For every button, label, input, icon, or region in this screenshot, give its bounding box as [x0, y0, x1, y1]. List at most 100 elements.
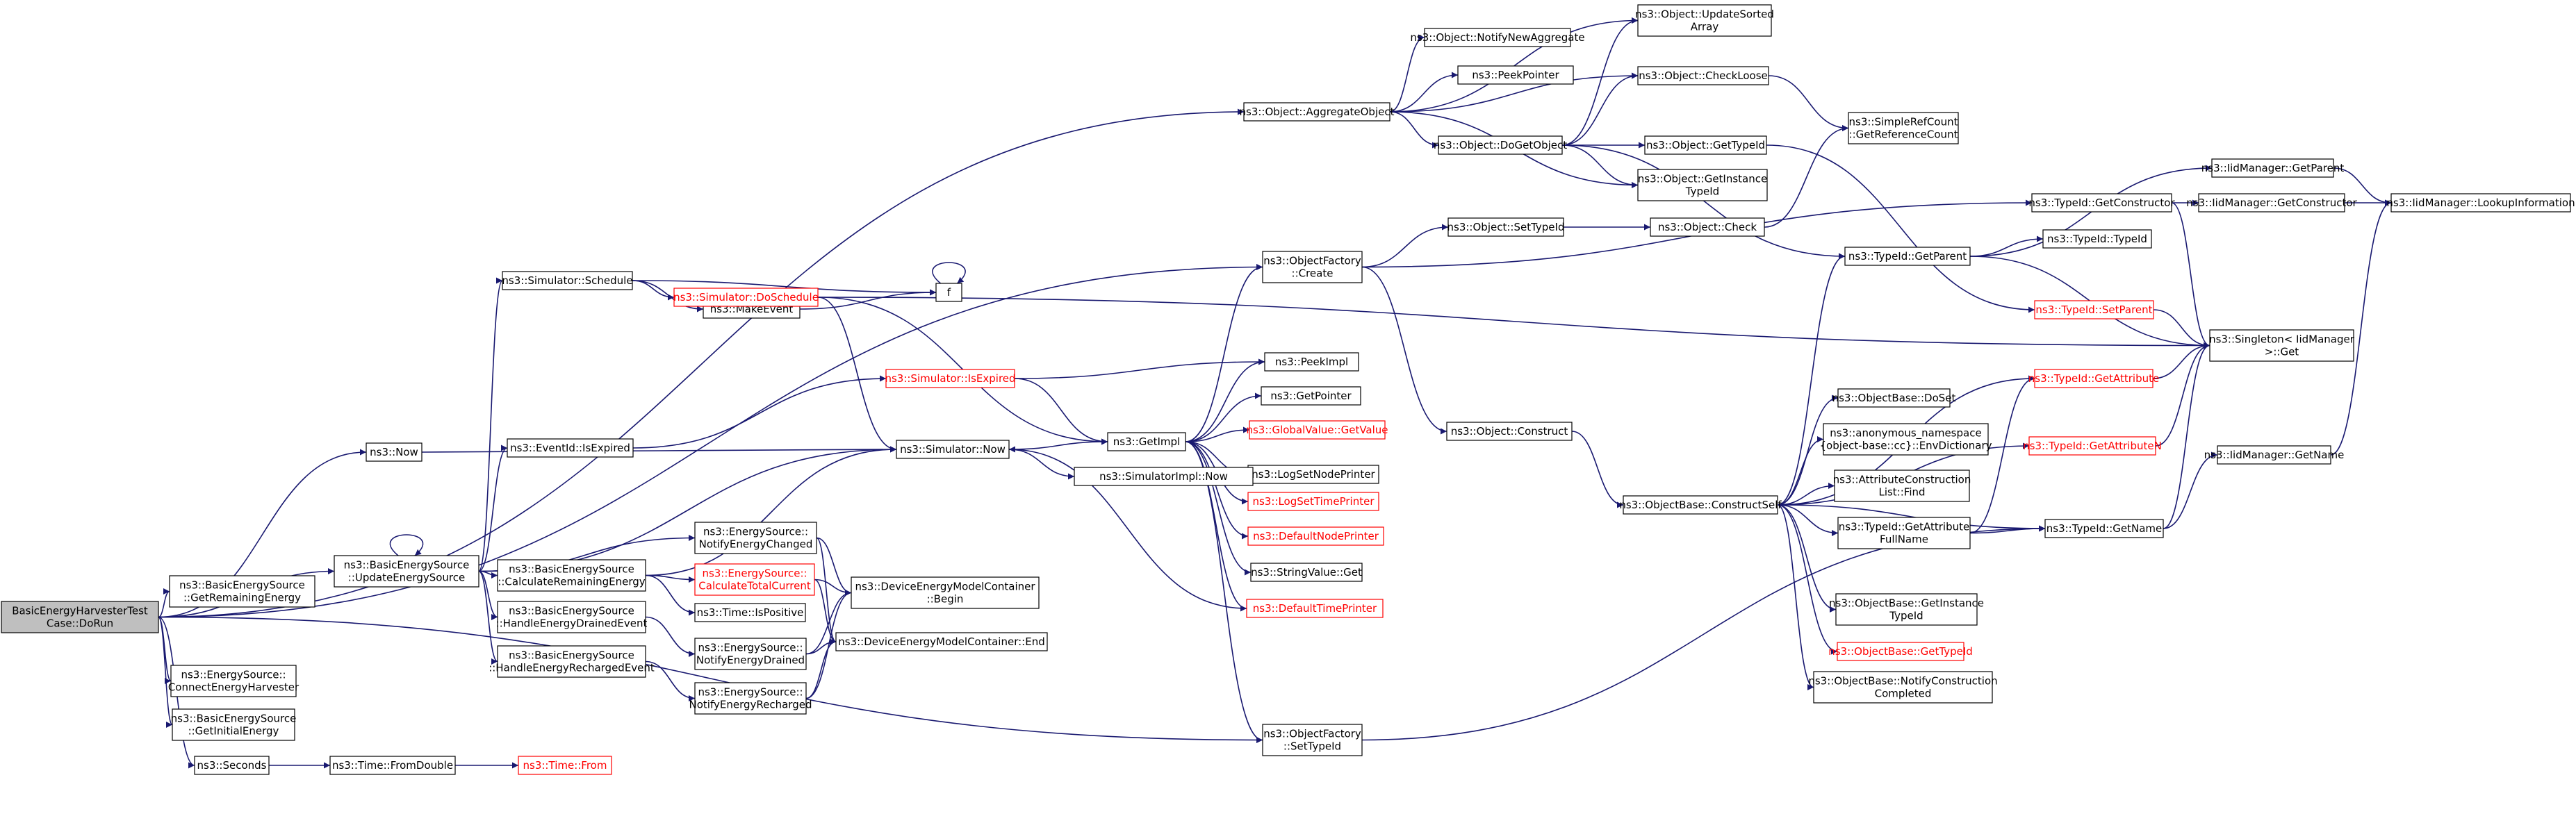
node-label: ns3::IidManager::GetParent [2201, 162, 2345, 174]
node-label: ns3::EnergySource:: [698, 642, 803, 654]
node-constructself[interactable]: ns3::ObjectBase::ConstructSelf [1619, 495, 1782, 515]
node-singleton[interactable]: ns3::Singleton< IidManager >::Get [2209, 329, 2355, 362]
edge-dogetobj-to-updsorted [1561, 17, 1639, 146]
node-label: ns3::Time::IsPositive [697, 606, 804, 619]
node-simimplnow[interactable]: ns3::SimulatorImpl::Now [1074, 467, 1254, 486]
node-simnow[interactable]: ns3::Simulator::Now [896, 440, 1010, 459]
node-tidgetattr[interactable]: ns3::TypeId::GetAttribute [2028, 369, 2159, 388]
node-besupdate[interactable]: ns3::BasicEnergySource::UpdateEnergySour… [334, 555, 479, 588]
node-objcheck[interactable]: ns3::Object::Check [1650, 217, 1765, 237]
node-logsettime[interactable]: ns3::LogSetTimePrinter [1247, 492, 1379, 511]
node-objbasedoset[interactable]: ns3::ObjectBase::DoSet [1832, 388, 1956, 408]
node-box [1262, 251, 1363, 283]
node-tidgetparent[interactable]: ns3::TypeId::GetParent [1844, 247, 1971, 266]
node-label: ns3::SimpleRefCount [1849, 116, 1958, 128]
node-simschedule[interactable]: ns3::Simulator::Schedule [502, 271, 633, 290]
node-demcbegin[interactable]: ns3::DeviceEnergyModelContainer::Begin [851, 576, 1040, 609]
node-iidgetname[interactable]: ns3::IidManager::GetName [2204, 445, 2345, 465]
node-timeispositive[interactable]: ns3::Time::IsPositive [694, 603, 806, 622]
node-simisexpired[interactable]: ns3::Simulator::IsExpired [885, 369, 1016, 388]
node-objsettid[interactable]: ns3::Object::SetTypeId [1447, 217, 1565, 237]
edge-now-to-simnow [421, 446, 897, 453]
node-eventidexp[interactable]: ns3::EventId::IsExpired [507, 438, 634, 458]
node-bescalcremaining[interactable]: ns3::BasicEnergySource::CalculateRemaini… [497, 559, 646, 592]
node-esnotifychanged[interactable]: ns3::EnergySource::NotifyEnergyChanged [694, 522, 817, 554]
node-getpointer[interactable]: ns3::GetPointer [1261, 386, 1361, 406]
node-iidgetctor[interactable]: ns3::IidManager::GetConstructor [2186, 193, 2358, 213]
node-box [2028, 436, 2156, 456]
node-label: ns3::DefaultTimePrinter [1253, 602, 1377, 615]
edge-tidgetparent-to-tidtid [1969, 235, 2044, 257]
node-notifyagg[interactable]: ns3::Object::NotifyNewAggregate [1410, 28, 1585, 47]
node-esnotifydrained[interactable]: ns3::EnergySource::NotifyEnergyDrained [694, 638, 807, 670]
node-getimpl[interactable]: ns3::GetImpl [1107, 432, 1186, 451]
node-box [1447, 217, 1564, 237]
node-strvalget[interactable]: ns3::StringValue::Get [1250, 563, 1363, 582]
node-objbasenotify[interactable]: ns3::ObjectBase::NotifyConstructionCompl… [1808, 671, 1998, 704]
node-globalval[interactable]: ns3::GlobalValue::GetValue [1246, 420, 1388, 440]
node-esnotifyrecharged[interactable]: ns3::EnergySource::NotifyEnergyRecharged [689, 682, 812, 715]
node-tidgetattrn[interactable]: ns3::TypeId::GetAttributeN [2023, 436, 2162, 456]
node-box [1837, 642, 1964, 661]
node-objbasegettid[interactable]: ns3::ObjectBase::GetTypeId [1828, 642, 1973, 661]
node-label: ::SetTypeId [1283, 740, 1341, 753]
edge-aggregate-to-dogetobj [1389, 111, 1439, 149]
node-besgetinitial[interactable]: ns3::BasicEnergySource::GetInitialEnergy [171, 708, 297, 741]
node-beshandledrained[interactable]: ns3::BasicEnergySource::HandleEnergyDrai… [496, 601, 648, 633]
node-anonenv[interactable]: ns3::anonymous_namespace{object-base::cc… [1820, 423, 1992, 456]
node-besgetremaining[interactable]: ns3::BasicEnergySource::GetRemainingEner… [169, 575, 315, 608]
node-label: ns3::BasicEnergySource [509, 605, 634, 617]
node-seconds[interactable]: ns3::Seconds [194, 756, 270, 775]
node-box [1837, 388, 1951, 408]
node-defnodeprinter[interactable]: ns3::DefaultNodePrinter [1247, 526, 1384, 546]
node-dogetobj[interactable]: ns3::Object::DoGetObject [1434, 135, 1567, 155]
node-simpleref[interactable]: ns3::SimpleRefCount::GetReferenceCount [1848, 112, 1959, 144]
node-timefromdouble[interactable]: ns3::Time::FromDouble [329, 756, 456, 775]
node-tidsetparent[interactable]: ns3::TypeId::SetParent [2034, 300, 2154, 319]
edge-esnotifychanged-to-demcend [816, 537, 837, 645]
node-box [172, 708, 295, 741]
node-tidgetname[interactable]: ns3::TypeId::GetName [2044, 519, 2164, 538]
node-objfactsettid[interactable]: ns3::ObjectFactory::SetTypeId [1262, 724, 1363, 756]
node-aggregate[interactable]: ns3::Object::AggregateObject [1240, 102, 1395, 122]
node-deftimeprinter[interactable]: ns3::DefaultTimePrinter [1246, 599, 1384, 618]
node-timefrom[interactable]: ns3::Time::From [518, 756, 612, 775]
node-now[interactable]: ns3::Now [366, 442, 423, 462]
node-label: NotifyEnergyDrained [696, 654, 805, 667]
edge-bescalcremaining-to-escalctotal [645, 574, 696, 583]
node-simdoschedule[interactable]: ns3::Simulator::DoSchedule [673, 288, 819, 307]
node-beshandlerecharged[interactable]: ns3::BasicEnergySource::HandleEnergyRech… [489, 645, 655, 678]
edge-deftimeprinter-to-simnow [1008, 446, 1247, 609]
node-esconnect[interactable]: ns3::EnergySource::ConnectEnergyHarveste… [168, 665, 300, 697]
node-checkloose[interactable]: ns3::Object::CheckLoose [1637, 66, 1769, 85]
node-label: ::GetInitialEnergy [188, 725, 279, 738]
node-label: ns3::Time::From [523, 759, 607, 772]
node-iidparent[interactable]: ns3::IidManager::GetParent [2201, 158, 2345, 178]
edge-objconstruct-to-constructself [1571, 431, 1624, 508]
node-logsetnode[interactable]: ns3::LogSetNodePrinter [1247, 465, 1379, 484]
node-label: ns3::Object::GetTypeId [1646, 139, 1765, 151]
node-objgettid[interactable]: ns3::Object::GetTypeId [1644, 135, 1767, 155]
edge-constructself-to-anonenv [1777, 436, 1824, 506]
node-iidlookup[interactable]: ns3::IidManager::LookupInformation [2386, 193, 2575, 213]
edge-objgettid-to-tidsetparent [1766, 144, 2035, 313]
node-label: ns3::Object::Construct [1451, 425, 1568, 438]
node-tidgetctor[interactable]: ns3::TypeId::GetConstructor [2028, 193, 2175, 213]
edge-besupdate-to-eventidexp [478, 444, 508, 572]
node-demcend[interactable]: ns3::DeviceEnergyModelContainer::End [835, 632, 1048, 651]
node-label: ns3::IidManager::GetName [2204, 449, 2345, 461]
node-peekimpl[interactable]: ns3::PeekImpl [1264, 352, 1359, 372]
node-escalctotal[interactable]: ns3::EnergySource::CalculateTotalCurrent [694, 563, 815, 596]
node-tidtid[interactable]: ns3::TypeId::TypeId [2042, 229, 2152, 249]
node-objfactcreate[interactable]: ns3::ObjectFactory::Create [1262, 251, 1363, 283]
node-label: ::HandleEnergyRechargedEvent [489, 662, 655, 674]
node-peekptr[interactable]: ns3::PeekPointer [1457, 65, 1574, 85]
node-objconstruct[interactable]: ns3::Object::Construct [1446, 422, 1573, 441]
node-f[interactable]: f [935, 283, 962, 302]
